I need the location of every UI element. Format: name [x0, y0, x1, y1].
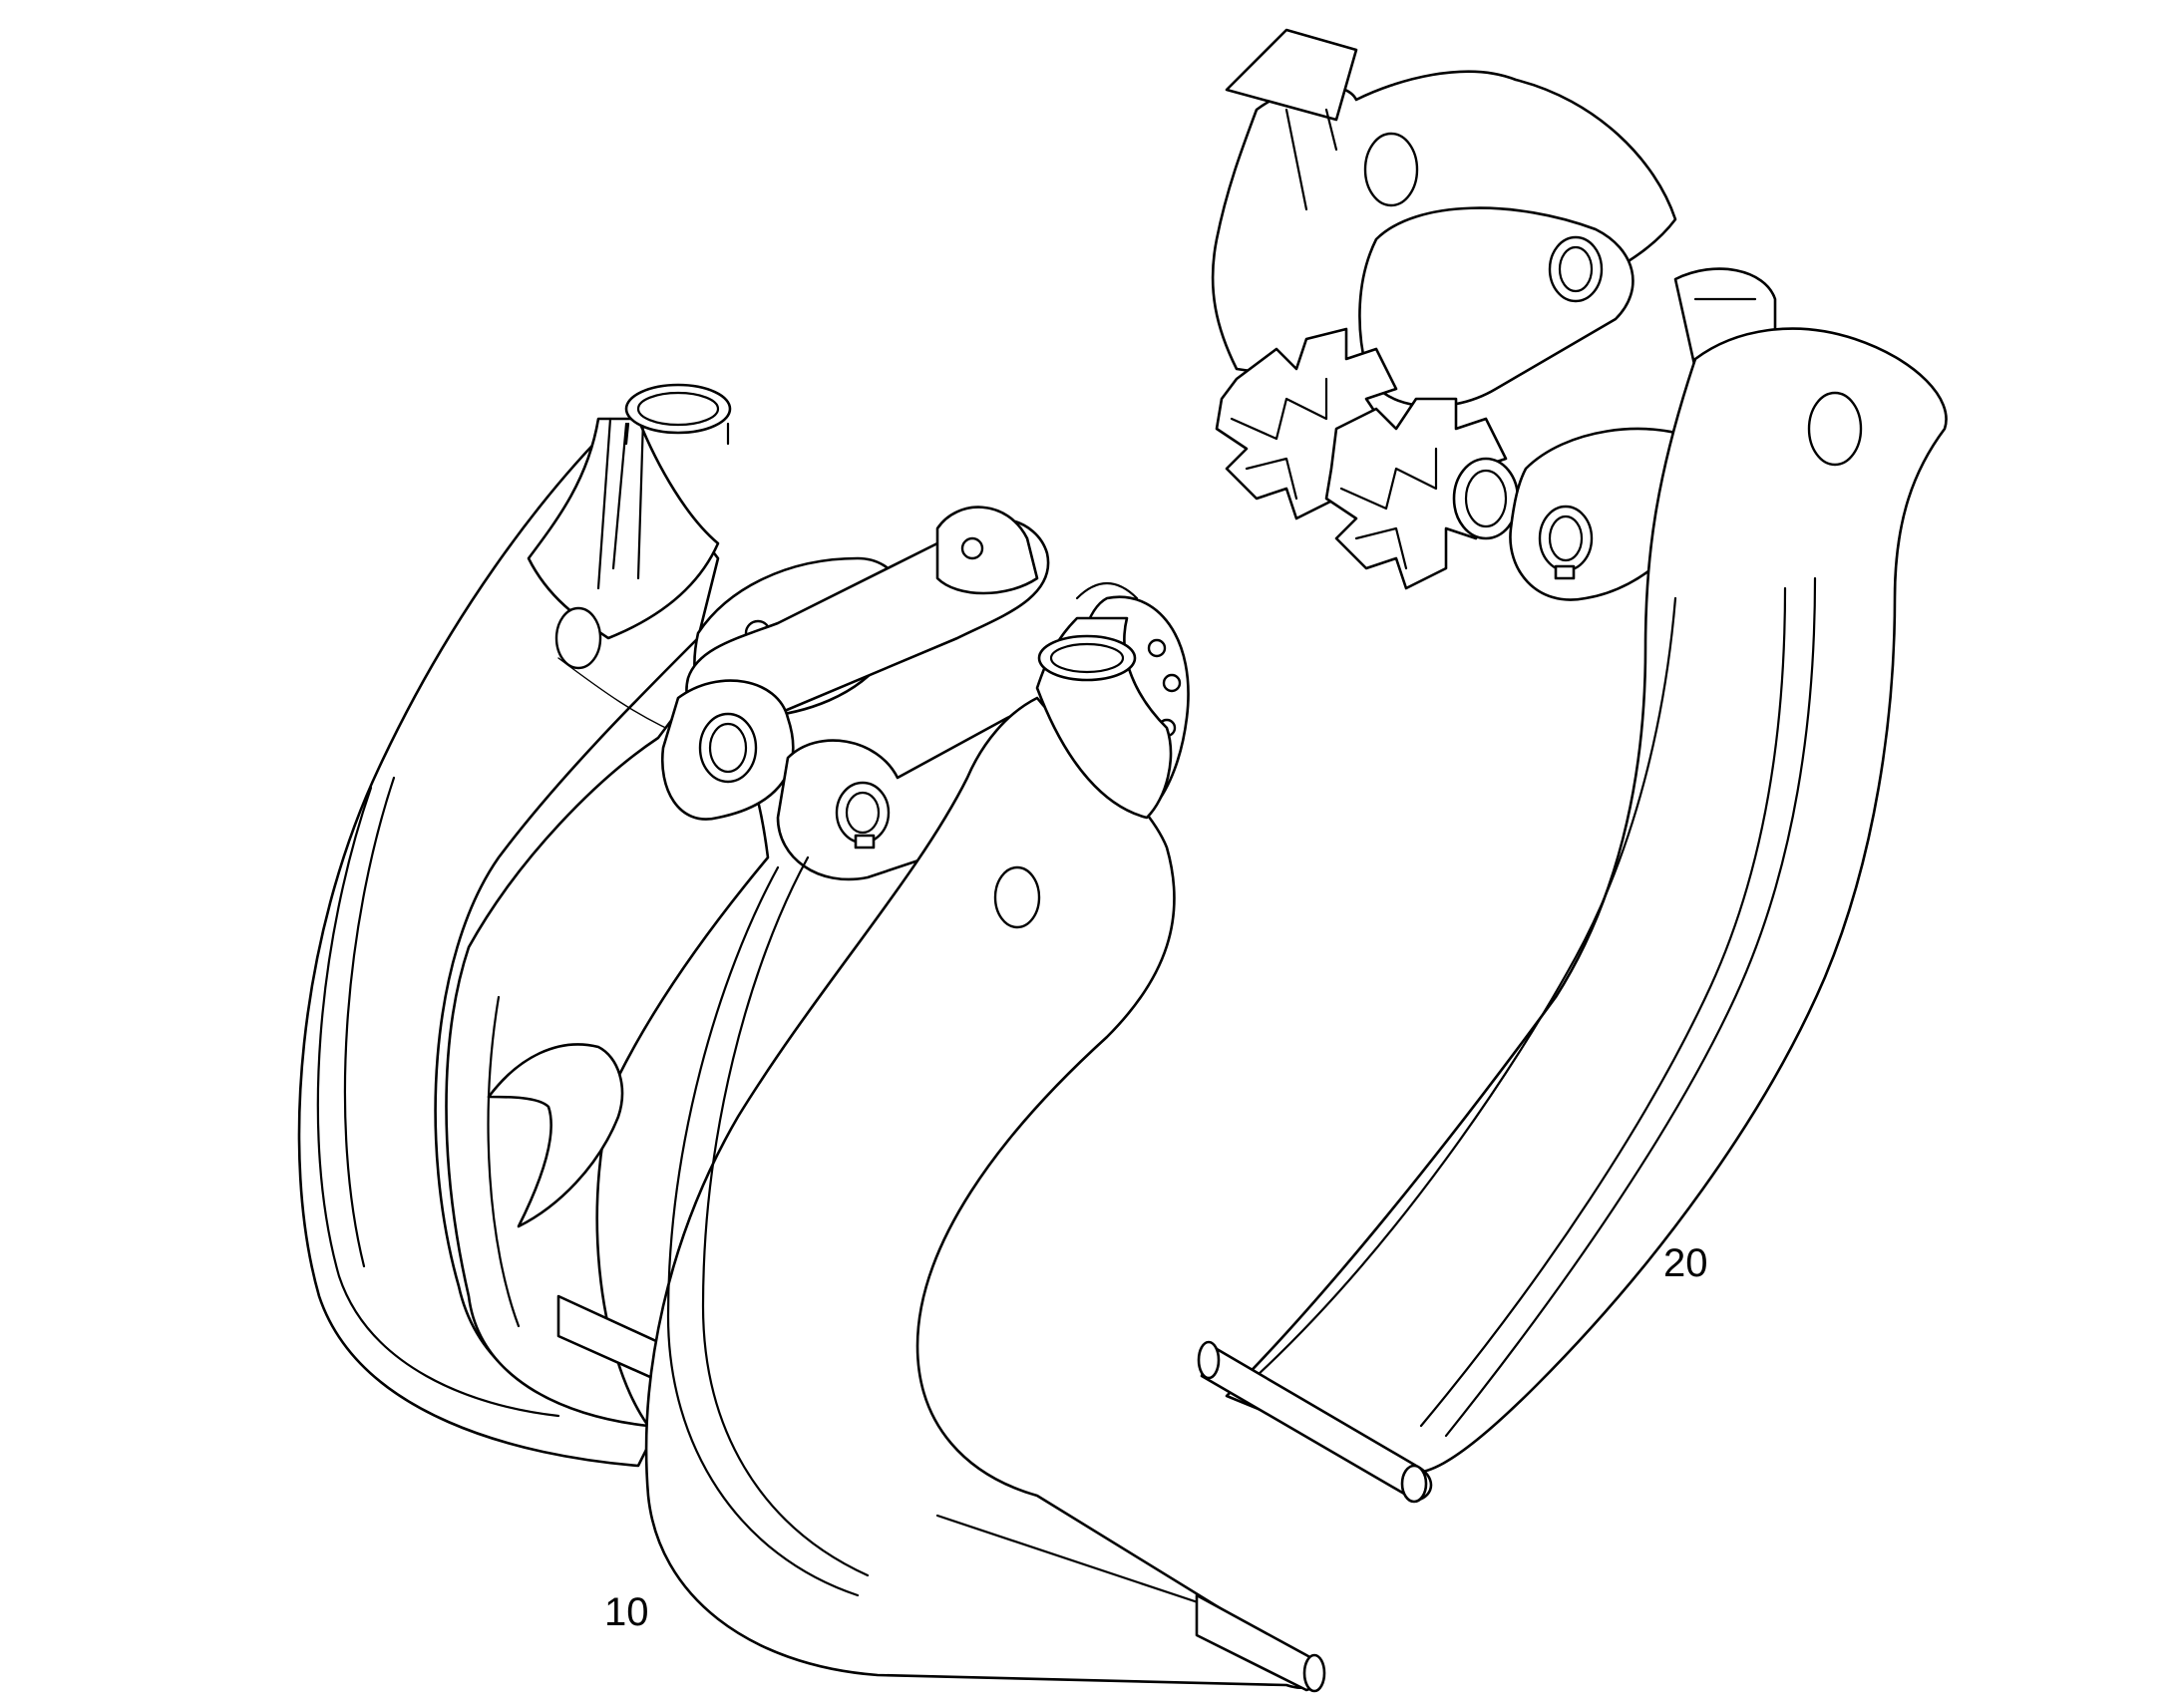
rear-ear-hole: [554, 606, 602, 670]
front-ear-hole: [993, 865, 1041, 929]
arm-20-hole: [1807, 391, 1863, 467]
rear-link-20-pin: [1548, 235, 1604, 303]
reference-label-10: 10: [604, 1590, 649, 1634]
gear-right: [1324, 397, 1508, 590]
front-bushing: [1037, 634, 1137, 682]
arm-20: [1225, 327, 1948, 1475]
grapple-10: [297, 383, 1326, 1693]
grapple-20: [1197, 28, 1948, 1504]
hook-cutout: [487, 1043, 624, 1228]
reference-label-20: 20: [1663, 1241, 1708, 1285]
top-bracket-hole: [1363, 132, 1419, 207]
link-crest: [935, 506, 1039, 595]
rear-link-20: [1358, 206, 1635, 408]
